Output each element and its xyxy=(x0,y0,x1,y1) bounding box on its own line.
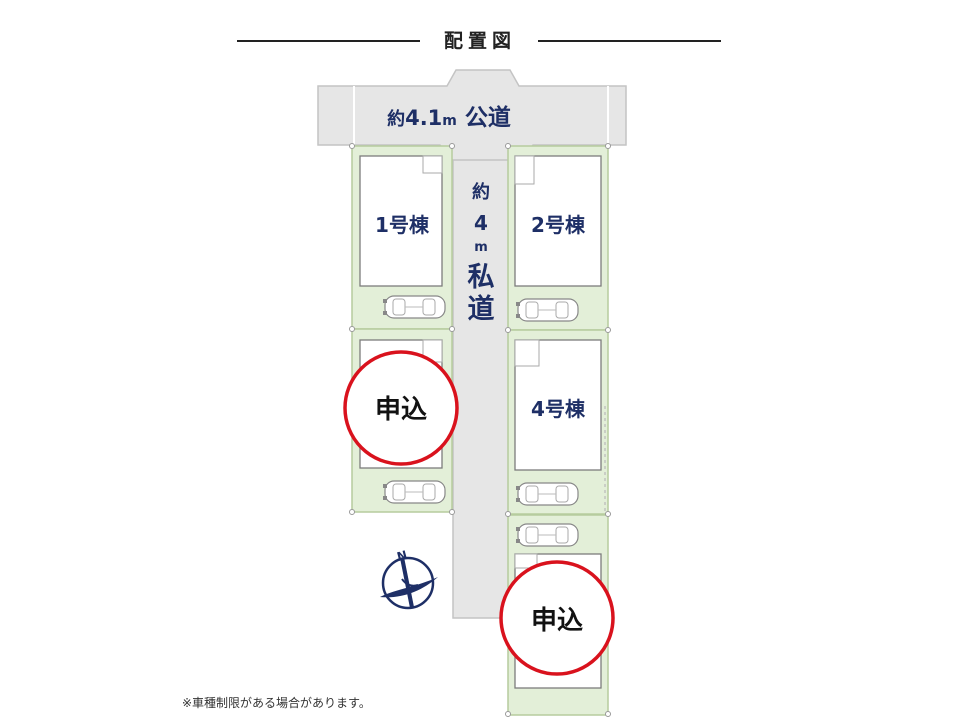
parking-car-icon xyxy=(515,298,579,322)
parking-car-icon xyxy=(515,482,579,506)
title-rule-left xyxy=(237,40,420,42)
status-stamp-lot-3: 申込 xyxy=(343,350,459,466)
public-road xyxy=(317,69,627,165)
parking-car-icon xyxy=(382,295,446,319)
page-title: 配置図 xyxy=(443,30,516,52)
status-stamp-lot-5: 申込 xyxy=(499,560,615,676)
status-stamp-lot-3-text: 申込 xyxy=(375,395,427,425)
public-road-unit: m xyxy=(442,113,457,129)
title-row: 配置図 xyxy=(0,24,960,58)
private-road-prefix: 約 xyxy=(472,181,490,203)
public-road-label: 約4.1m 公道 xyxy=(387,104,511,131)
private-road-unit: m xyxy=(474,240,488,255)
parking-car-icon xyxy=(515,523,579,547)
public-road-width: 4.1 xyxy=(405,106,442,130)
boundary-markers xyxy=(349,143,611,717)
private-road-width: 4 xyxy=(474,211,488,235)
lot-2[interactable]: 2号棟 xyxy=(507,145,609,331)
private-road-name-2: 道 xyxy=(468,293,495,325)
private-road-name-1: 私 xyxy=(468,262,495,293)
title-rule-right xyxy=(538,40,721,42)
lot-1-label: 1号棟 xyxy=(375,213,430,237)
public-road-name: 公道 xyxy=(465,104,511,131)
compass-label: N xyxy=(395,548,408,564)
lot-4-label: 4号棟 xyxy=(531,397,586,421)
status-stamp-lot-5-text: 申込 xyxy=(531,606,583,636)
lot-1[interactable]: 1号棟 xyxy=(351,145,453,330)
lot-2-label: 2号棟 xyxy=(531,213,586,237)
lot-4[interactable]: 4号棟 xyxy=(507,329,609,515)
public-road-prefix: 約 xyxy=(387,108,405,130)
vehicle-note: ※車種制限がある場合があります。 xyxy=(182,696,371,710)
parking-car-icon xyxy=(382,480,446,504)
compass-icon: N xyxy=(380,548,438,610)
